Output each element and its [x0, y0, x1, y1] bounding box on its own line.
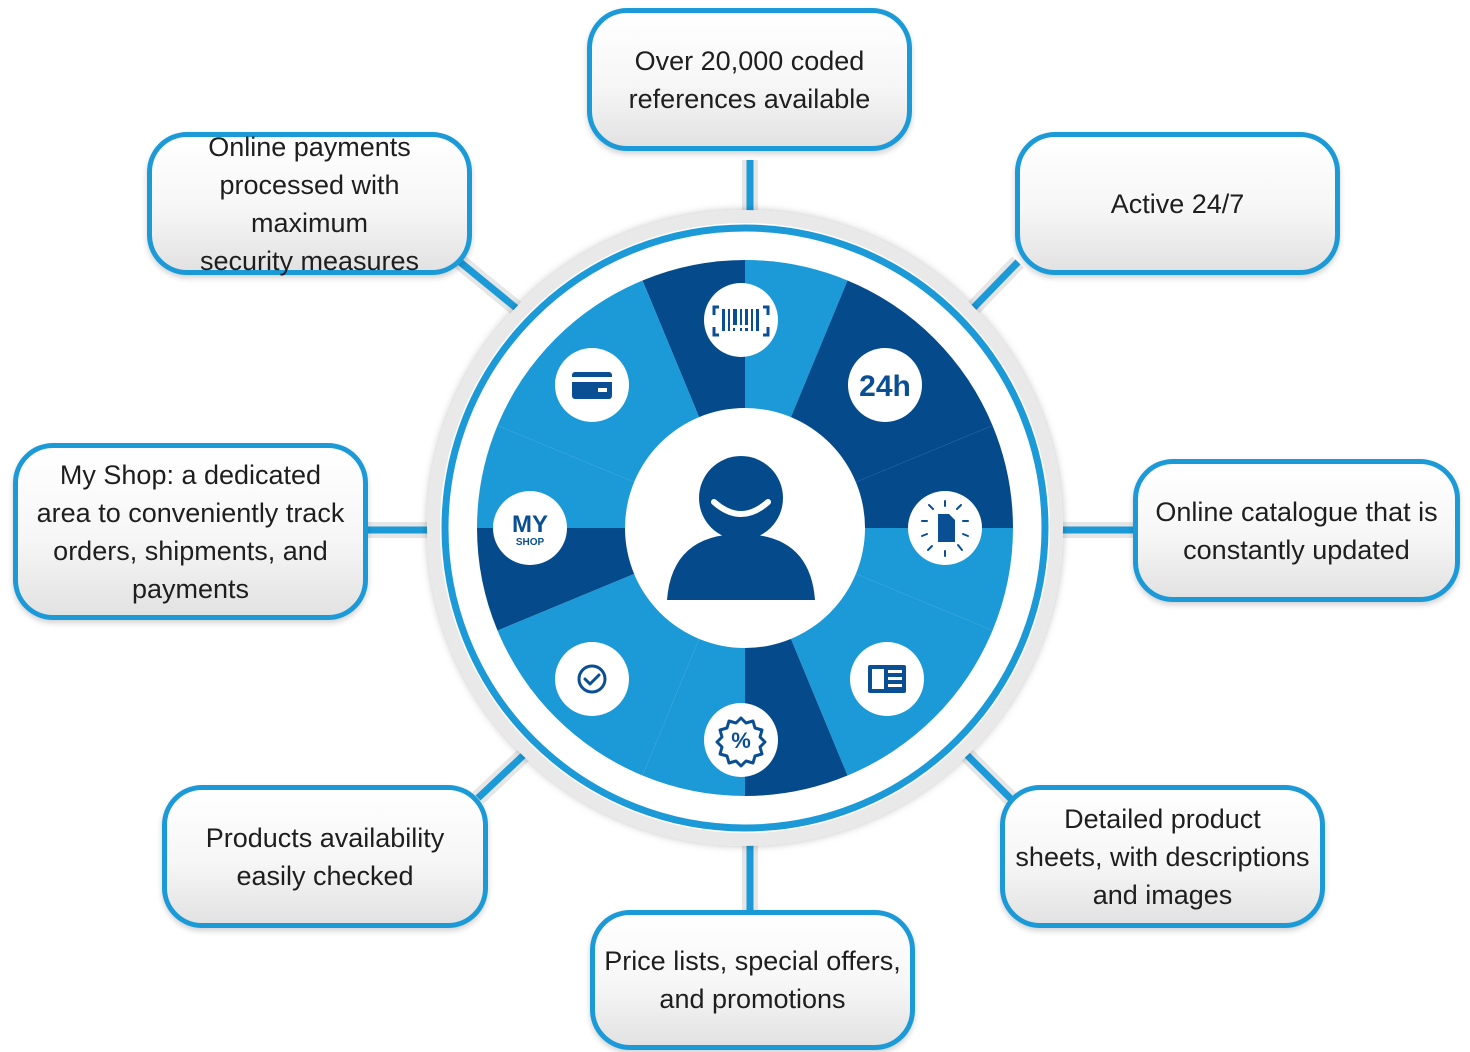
percent-badge-icon: % — [704, 703, 778, 777]
my-shop-icon: MY SHOP — [493, 491, 567, 565]
label-line: constantly updated — [1183, 534, 1410, 565]
barcode-icon — [704, 283, 778, 357]
24h-icon: 24h — [848, 348, 922, 422]
label-line: security measures — [199, 245, 420, 276]
label-box-product-sheets: Detailed product sheets, with descriptio… — [1000, 785, 1325, 928]
label-line: easily checked — [236, 860, 414, 891]
label-line: area to conveniently track — [36, 497, 345, 528]
label-line: sheets, with descriptions — [1015, 841, 1310, 872]
label-line: orders, shipments, and — [53, 535, 328, 566]
label-box-availability: Products availability easily checked — [162, 785, 488, 928]
label-line: and images — [1092, 879, 1233, 910]
label-box-payments: Online payments processed with maximum s… — [147, 132, 472, 276]
label-line: and promotions — [659, 984, 846, 1014]
24h-icon-text: 24h — [859, 370, 911, 403]
label-line: Products availability — [205, 822, 445, 853]
my-shop-icon-text-2: SHOP — [516, 537, 545, 548]
product-sheet-icon — [850, 642, 924, 716]
label-line: Price lists, special offers, — [604, 946, 901, 976]
label-box-my-shop: My Shop: a dedicated area to convenientl… — [13, 443, 368, 620]
label-box-active: Active 24/7 — [1015, 132, 1340, 275]
label-line: processed with maximum — [219, 169, 400, 238]
credit-card-icon — [555, 348, 629, 422]
my-shop-icon-text-1: MY — [512, 511, 548, 538]
label-line: references available — [628, 83, 871, 114]
label-line: payments — [131, 573, 250, 604]
label-box-catalogue: Online catalogue that is constantly upda… — [1133, 459, 1460, 602]
catalogue-update-icon — [908, 491, 982, 565]
label-line: My Shop: a dedicated — [59, 459, 322, 490]
label-box-references: Over 20,000 coded references available — [587, 8, 912, 151]
check-circle-icon — [555, 642, 629, 716]
label-line: Active 24/7 — [1110, 188, 1245, 219]
svg-text:%: % — [731, 728, 751, 753]
label-line: Online catalogue that is — [1155, 496, 1438, 527]
label-line: Online payments — [208, 131, 411, 162]
label-line: Detailed product — [1064, 803, 1261, 834]
user-avatar-icon — [667, 456, 815, 600]
label-box-price-lists: Price lists, special offers, and promoti… — [590, 910, 915, 1050]
label-line: Over 20,000 coded — [634, 45, 865, 76]
